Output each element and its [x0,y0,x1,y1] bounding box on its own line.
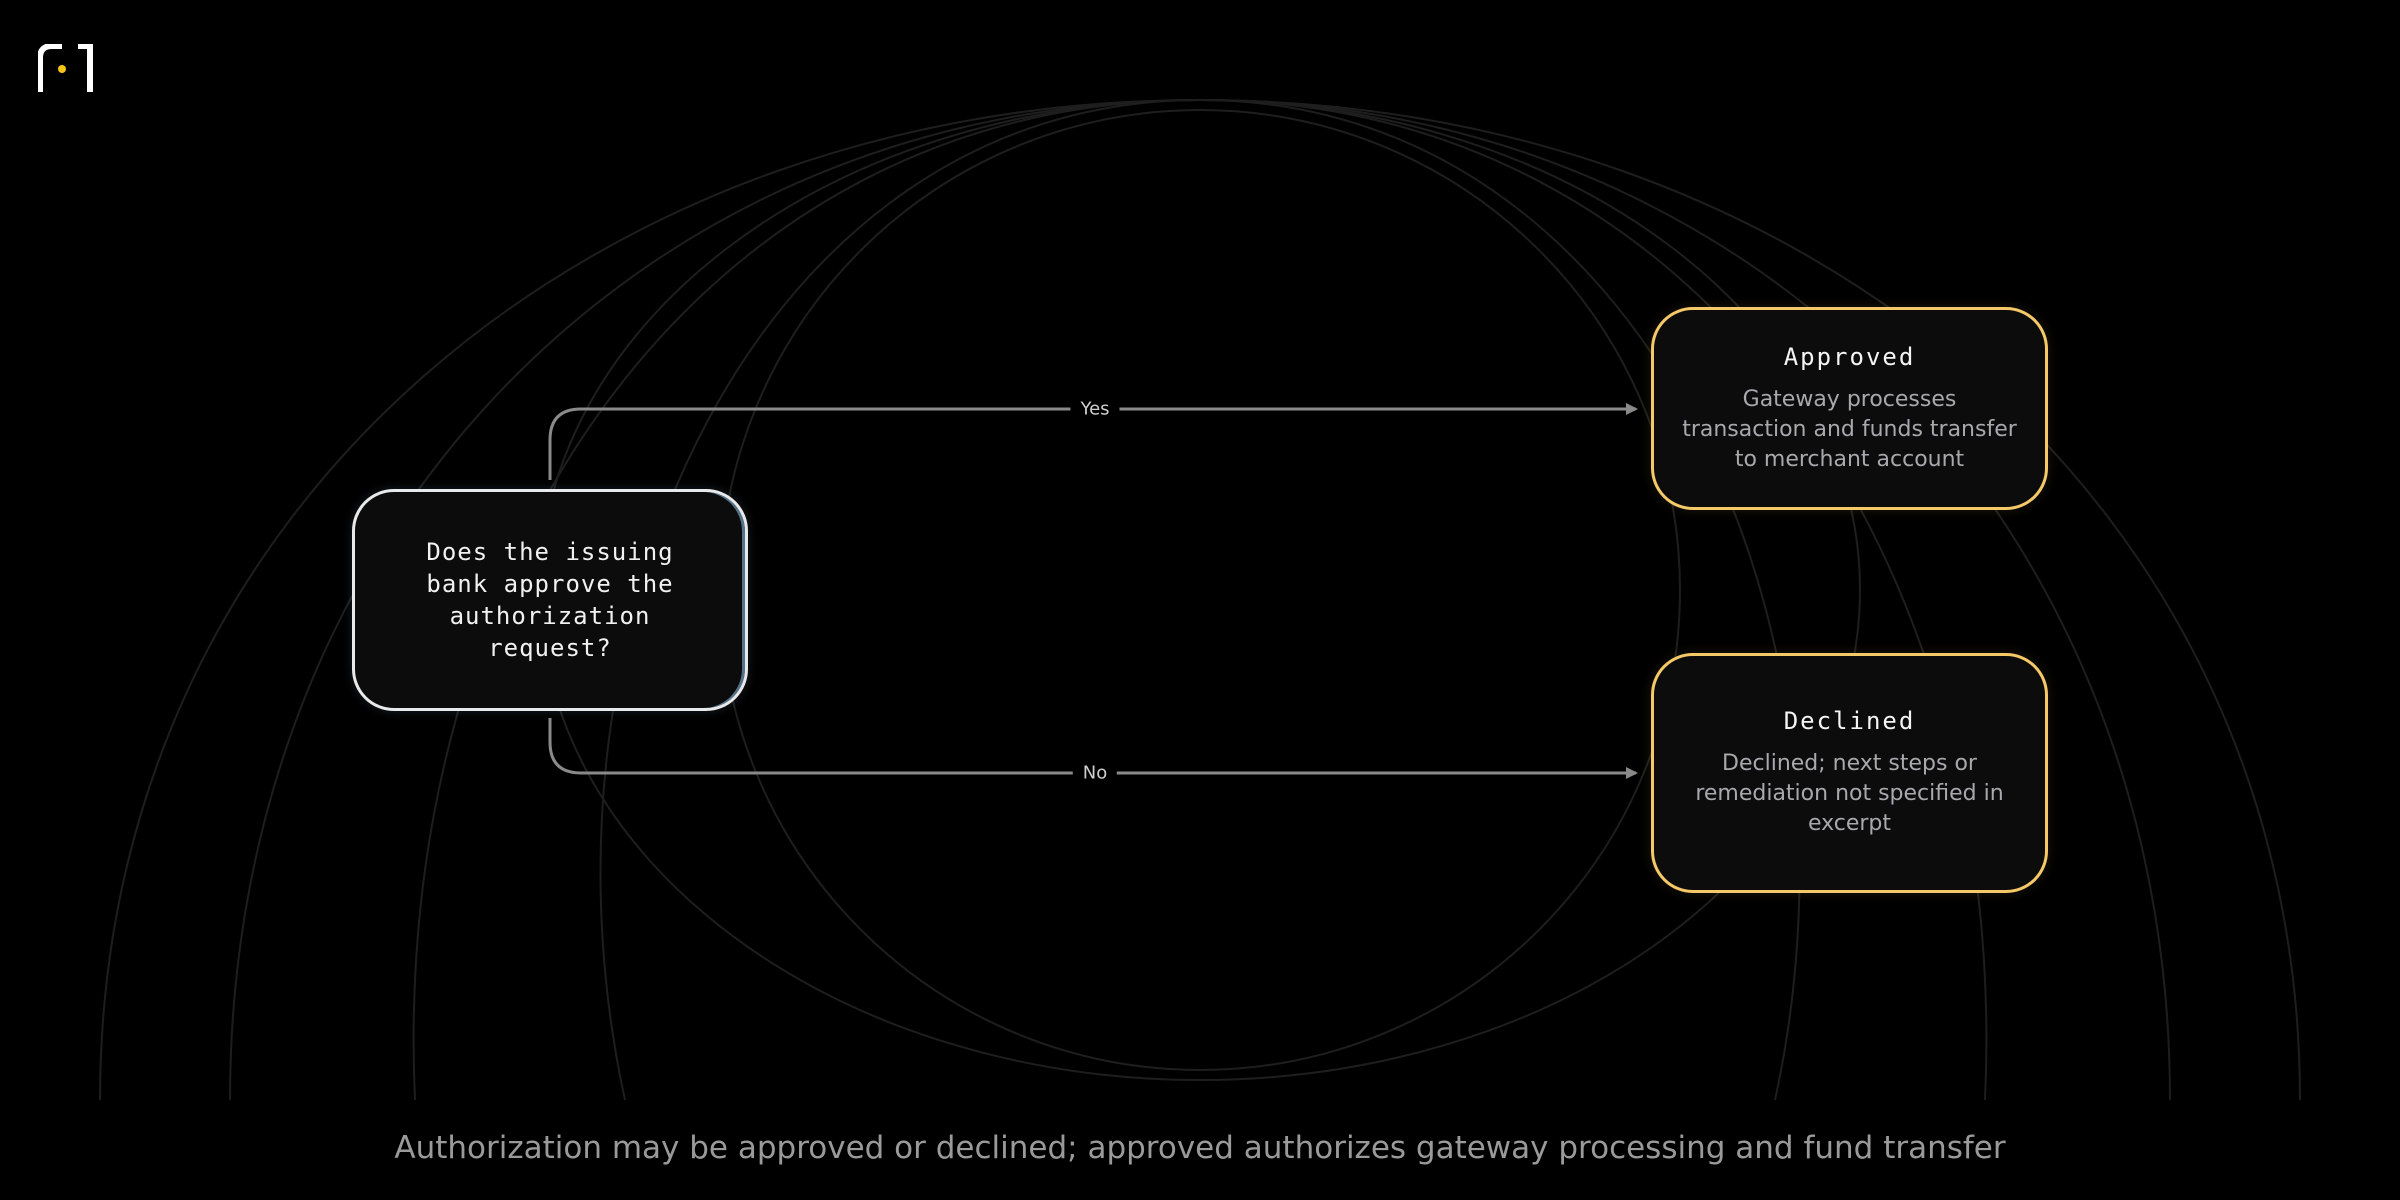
decision-text: Does the issuing bank approve the author… [426,538,674,662]
outcome-description-approved: Gateway processes transaction and funds … [1682,386,2017,472]
edge-label-no: No [1072,762,1118,784]
edge-no [548,718,1638,779]
outcome-node-approved: Approved Gateway processes transaction a… [1651,307,2048,510]
outcome-title-approved: Approved [1783,342,1916,371]
outcome-node-declined: Declined Declined; next steps or remedia… [1651,653,2048,893]
edge-label-yes: Yes [1070,398,1120,420]
decision-node: Does the issuing bank approve the author… [352,489,748,711]
brand-logo-icon [38,44,93,92]
outcome-title-declined: Declined [1783,707,1916,735]
edge-yes [548,403,1638,480]
diagram-caption: Authorization may be approved or decline… [394,1130,2006,1166]
outcome-description-declined: Declined; next steps or remediation not … [1695,751,2004,836]
